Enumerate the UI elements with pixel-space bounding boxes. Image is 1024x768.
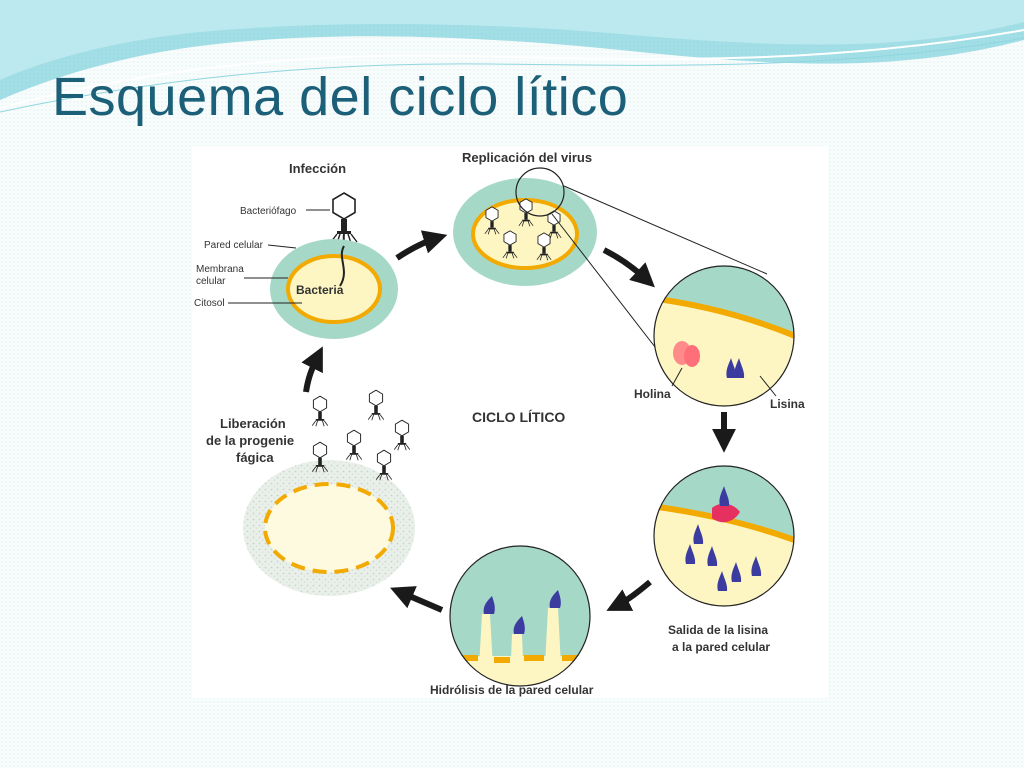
lysin-label: Lisina	[770, 397, 805, 411]
holin-lysin-zoom: Holina Lisina	[634, 265, 805, 411]
progeny-phage-icon	[311, 395, 329, 427]
slide-title: Esquema del ciclo lítico	[52, 67, 629, 127]
header-banner	[0, 0, 1024, 113]
replication-stage: Replicación del virus	[453, 150, 768, 357]
release-line1: Liberación	[220, 416, 286, 431]
infection-title: Infección	[289, 161, 346, 176]
arrow-infection-to-replication	[395, 230, 448, 261]
arrow-release-to-infection	[301, 346, 323, 393]
lysin-exit-line1: Salida de la lisina	[668, 623, 768, 637]
progeny-phage-icon	[345, 429, 363, 461]
release-line2: de la progenie	[206, 433, 294, 448]
cell-wall-label: Pared celular	[204, 240, 264, 251]
membrane-label-line1: Membrana	[196, 264, 244, 275]
hydrolysis-title: Hidrólisis de la pared celular	[430, 683, 594, 697]
banner-line-2	[0, 37, 1024, 113]
cytosol-label: Citosol	[194, 298, 225, 309]
bacteria-membrane	[286, 254, 382, 324]
membrane-label-line2: celular	[196, 276, 226, 287]
release-stage: Liberación de la progenie fágica	[206, 389, 415, 596]
banner-wave-light	[0, 0, 1024, 80]
center-label: CICLO LÍTICO	[472, 409, 565, 425]
magnifier-circle	[515, 167, 565, 217]
lysin-exit-line2: a la pared celular	[672, 640, 770, 654]
arrow-exit-to-hydrolysis	[606, 579, 652, 611]
banner-line	[0, 29, 1024, 109]
replication-title: Replicación del virus	[462, 150, 592, 165]
progeny-phage-icon	[367, 389, 385, 421]
arrow-replication-to-zoom	[602, 247, 655, 288]
infection-stage: Infección Bacteria Bacteriófago Pared ce…	[194, 161, 398, 339]
lysin-exit-zoom: Salida de la lisina a la pared celular	[653, 465, 795, 654]
bacteriophage-label: Bacteriófago	[240, 206, 297, 217]
arrow-hydrolysis-to-release	[390, 586, 444, 613]
cycle-arrows	[301, 230, 736, 613]
progeny-phage-icon	[393, 419, 411, 451]
hydrolysis-zoom: Hidrólisis de la pared celular	[430, 545, 594, 697]
release-line3: fágica	[236, 450, 274, 465]
broken-membrane	[263, 482, 395, 574]
lytic-cycle-diagram: Infección Bacteria Bacteriófago Pared ce…	[192, 146, 828, 698]
bacteria-label: Bacteria	[296, 283, 344, 297]
holin-label: Holina	[634, 387, 671, 401]
